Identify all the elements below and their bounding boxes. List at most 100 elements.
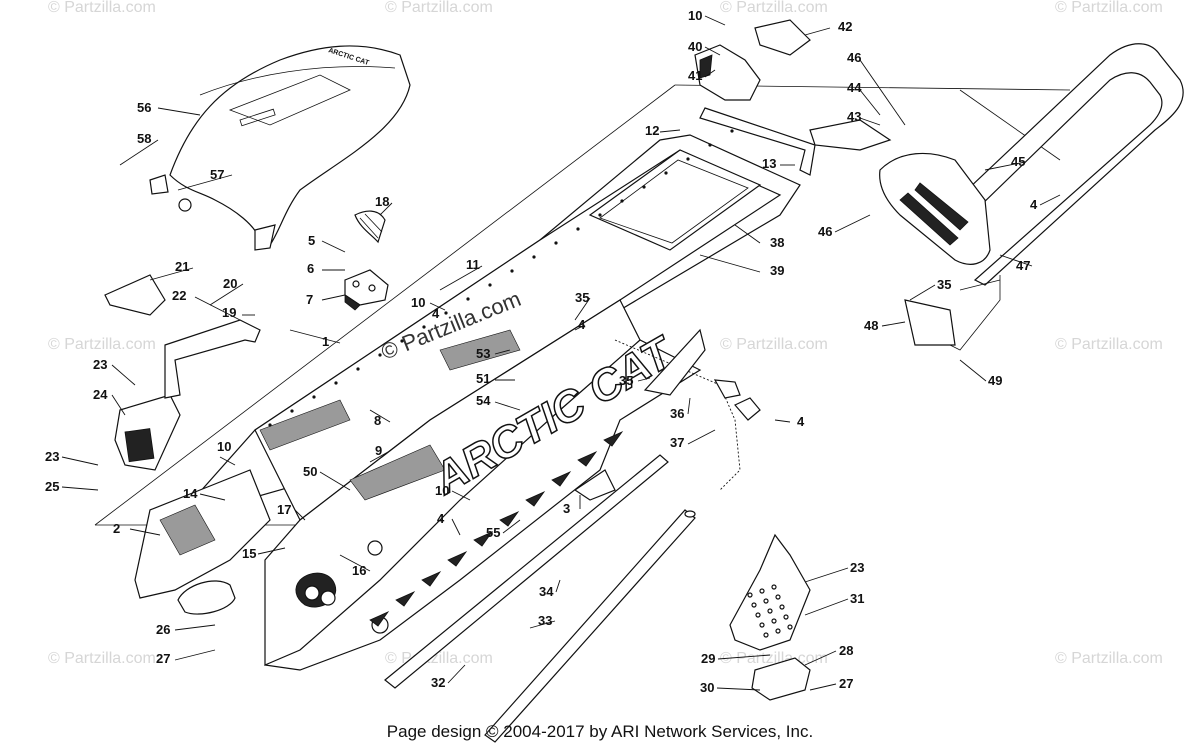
part-36-plate[interactable] — [643, 328, 706, 396]
watermark-7: © Partzilla.com — [48, 650, 156, 667]
callout-24: 24 — [93, 387, 108, 402]
callout-3: 3 — [563, 501, 570, 516]
part-18-cover[interactable] — [354, 210, 386, 244]
footrest-hole — [751, 602, 757, 608]
callout-35: 35 — [619, 373, 633, 388]
tunnel-hole — [312, 395, 316, 399]
callout-10: 10 — [411, 295, 425, 310]
part-13-rail[interactable] — [699, 107, 816, 176]
part-48-bracket[interactable] — [904, 279, 1001, 346]
callout-46: 46 — [818, 224, 832, 239]
watermark-1: © Partzilla.com — [385, 0, 493, 16]
leader-line — [687, 429, 716, 445]
part-24-bracket[interactable] — [114, 394, 181, 471]
part-40-hitch[interactable] — [694, 19, 811, 101]
footrest-hole — [771, 618, 777, 624]
tunnel-hole — [290, 409, 294, 413]
leader-line — [1039, 194, 1061, 206]
leader-line — [859, 59, 906, 126]
part-28-cup[interactable] — [751, 657, 811, 701]
callout-34: 34 — [539, 584, 554, 599]
leader-line — [804, 567, 849, 583]
tunnel-frame[interactable]: ARCTIC CAT — [173, 129, 801, 671]
leader-line — [199, 493, 226, 501]
callout-8: 8 — [374, 413, 381, 428]
tunnel-hole — [576, 227, 580, 231]
leader-line — [61, 456, 99, 466]
snow-flap[interactable] — [809, 119, 991, 265]
callout-42: 42 — [838, 19, 852, 34]
leader-line — [111, 364, 136, 386]
leader-line — [804, 27, 831, 36]
part-33-bar[interactable] — [484, 509, 696, 743]
callout-4: 4 — [797, 414, 805, 429]
part-3-bracket[interactable] — [573, 469, 616, 501]
part-4-washer[interactable] — [734, 397, 761, 421]
leader-line — [451, 518, 461, 536]
part-7-bracket[interactable] — [344, 269, 389, 311]
footrest-hole — [775, 594, 781, 600]
callout-19: 19 — [222, 305, 236, 320]
callout-4: 4 — [432, 306, 440, 321]
tunnel-hole — [532, 255, 536, 259]
rail-cutout — [395, 591, 416, 607]
leader-line — [209, 283, 244, 306]
leader-line — [494, 401, 521, 411]
leader-line — [339, 554, 371, 572]
leader-line — [369, 451, 389, 463]
callout-47: 47 — [1016, 258, 1030, 273]
callout-5: 5 — [308, 233, 315, 248]
tunnel-hole — [554, 241, 558, 245]
tunnel-hole — [730, 129, 734, 133]
rail-cutout — [577, 451, 598, 467]
callout-9: 9 — [375, 443, 382, 458]
part-29-footrest[interactable] — [729, 533, 811, 651]
callout-45: 45 — [1011, 154, 1025, 169]
tunnel-holes — [268, 129, 734, 427]
leader-line — [439, 265, 483, 291]
rail-cutout — [499, 511, 520, 527]
part-19-handle[interactable] — [164, 319, 261, 399]
callout-23: 23 — [850, 560, 864, 575]
callout-46: 46 — [847, 50, 861, 65]
watermark-6: © Partzilla.com — [1055, 336, 1163, 353]
callout-26: 26 — [156, 622, 170, 637]
part-21-cover[interactable] — [104, 274, 166, 316]
leader-line — [177, 174, 233, 191]
tunnel-hole — [444, 311, 448, 315]
tunnel-hole — [598, 213, 602, 217]
callout-16: 16 — [352, 563, 366, 578]
leader-line — [289, 329, 341, 344]
rail-cutout — [421, 571, 442, 587]
leader-line — [321, 240, 346, 253]
leader-line — [451, 490, 471, 501]
callout-32: 32 — [431, 675, 445, 690]
tunnel-hole — [488, 283, 492, 287]
leader-line — [321, 294, 346, 301]
leader-line — [717, 654, 771, 660]
part-34-rail[interactable] — [384, 454, 669, 689]
footrest-hole — [763, 598, 769, 604]
callout-54: 54 — [476, 393, 491, 408]
leader-line — [494, 349, 511, 355]
leader-line — [909, 284, 936, 301]
callout-15: 15 — [242, 546, 256, 561]
callout-6: 6 — [307, 261, 314, 276]
seat[interactable]: ARCTIC CAT — [149, 45, 411, 251]
callout-21: 21 — [175, 259, 189, 274]
tunnel-hole — [378, 353, 382, 357]
callout-55: 55 — [486, 525, 500, 540]
leader-line — [959, 359, 987, 382]
leader-line — [637, 377, 651, 382]
part-26-cup[interactable] — [177, 580, 236, 615]
rail-cutout — [369, 611, 390, 627]
callout-38: 38 — [770, 235, 784, 250]
part-2-footrest[interactable] — [134, 469, 271, 599]
leader-line — [834, 214, 871, 233]
leader-line — [659, 129, 681, 133]
watermark-0: © Partzilla.com — [48, 0, 156, 16]
leader-line — [429, 302, 446, 311]
rail-cutout — [603, 431, 624, 447]
leader-line — [61, 486, 99, 491]
leader-line — [804, 598, 849, 616]
